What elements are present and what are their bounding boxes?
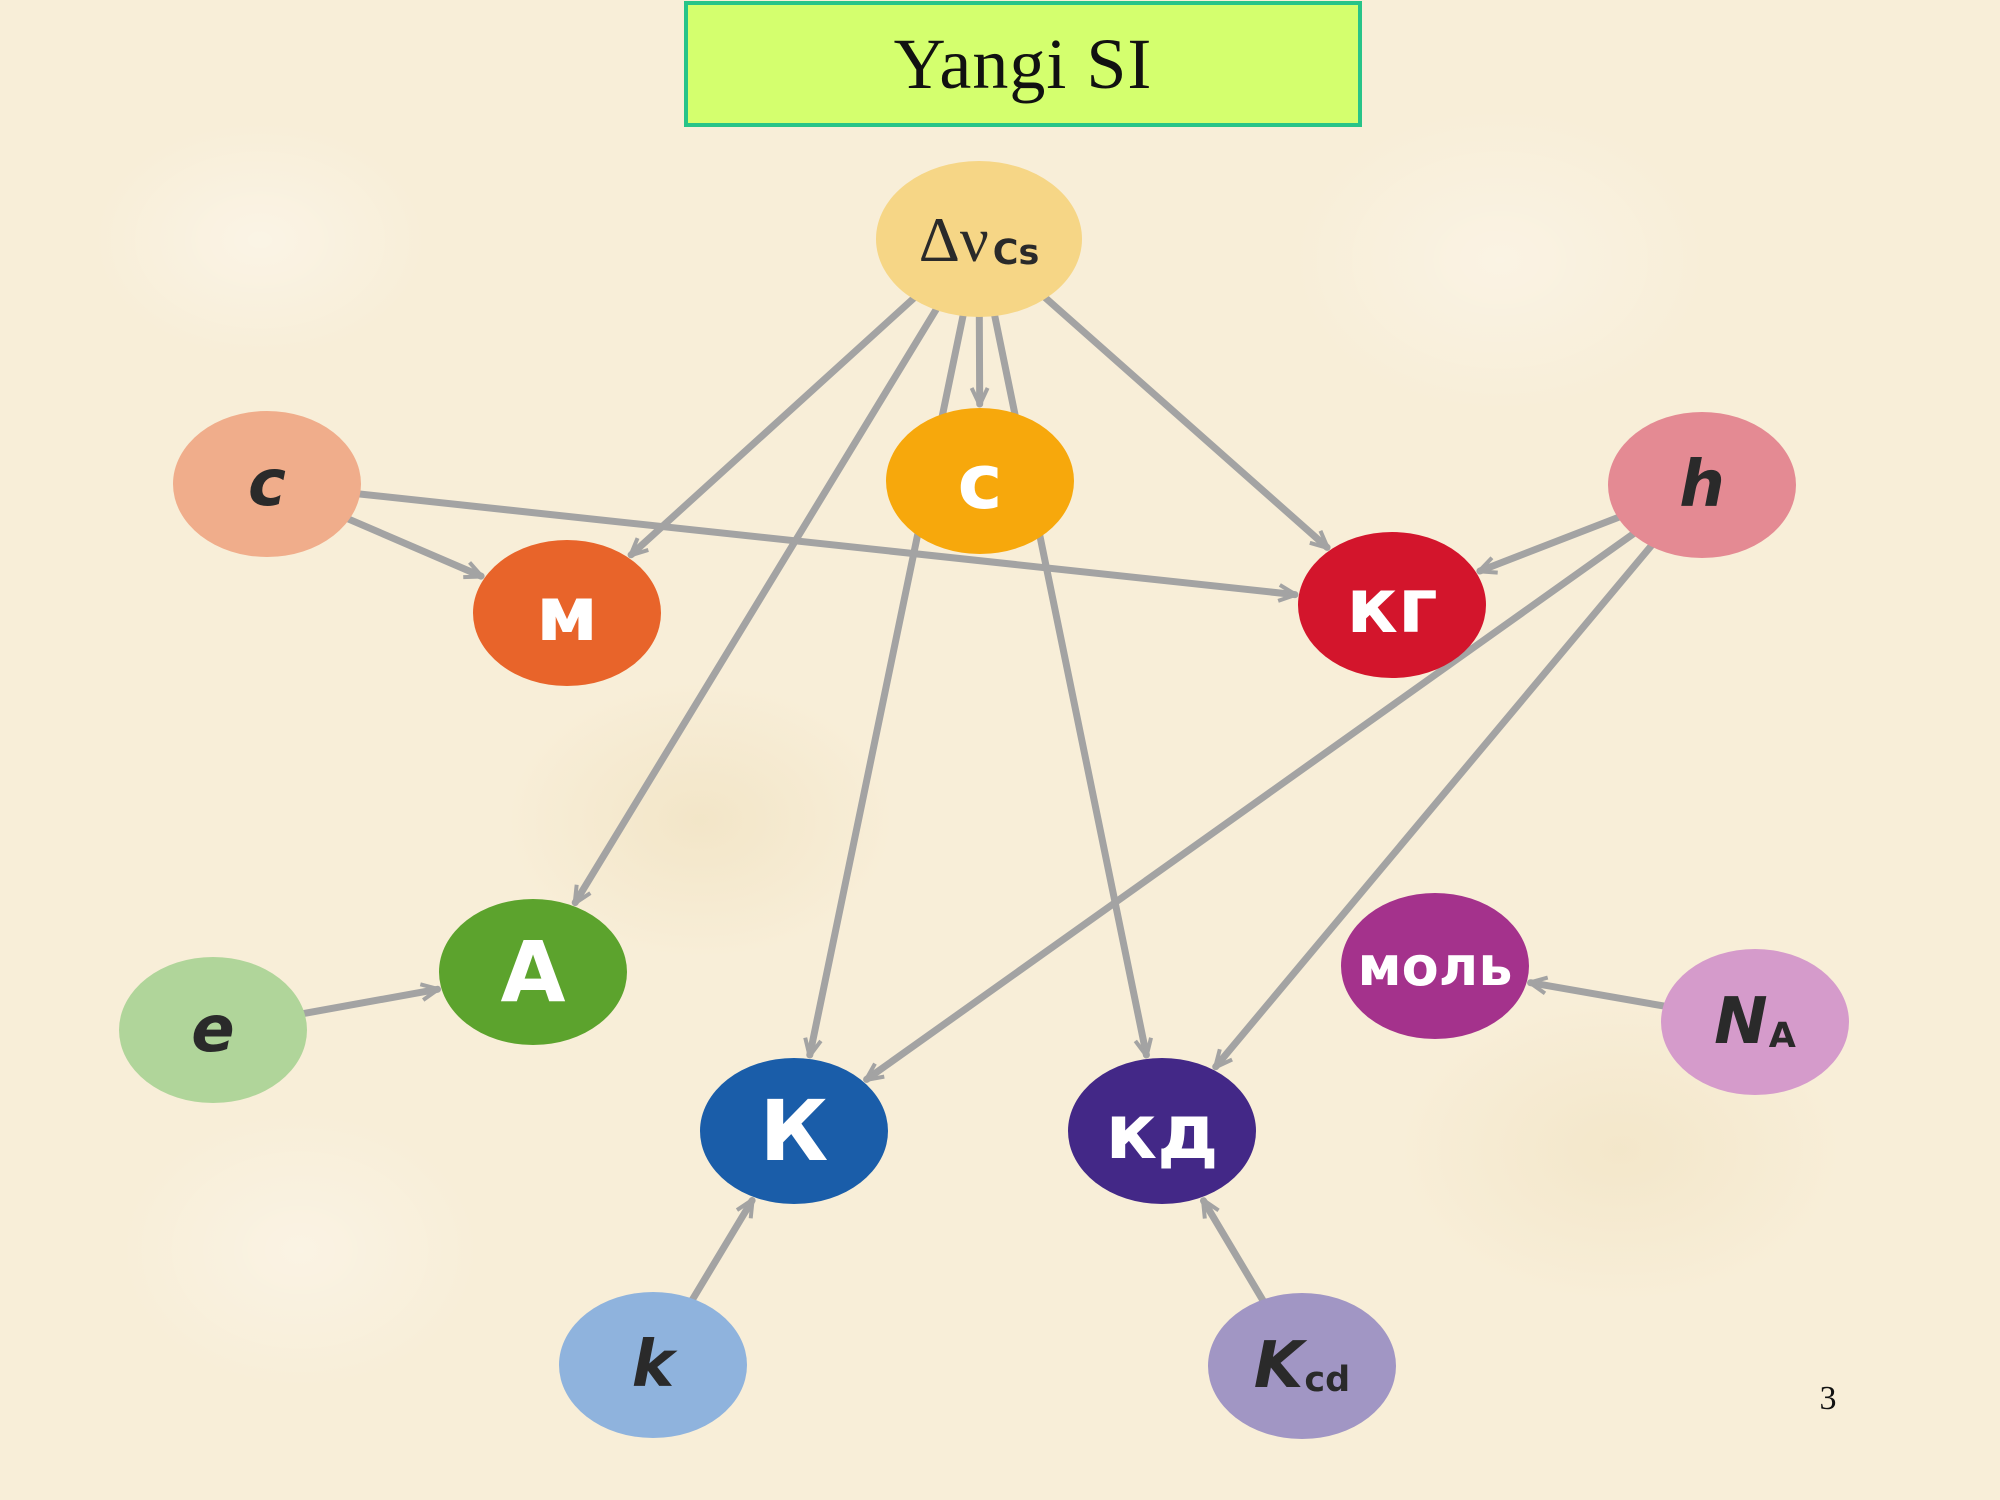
node-label-main: c [248, 447, 286, 521]
node-label: с [957, 437, 1002, 526]
node-label-main: K [1254, 1329, 1308, 1403]
node-label-main: N [1714, 985, 1768, 1059]
node-e-const: e [119, 957, 307, 1103]
arrow-dnu-to-a_unit [571, 302, 942, 902]
node-label-main: К [760, 1082, 829, 1180]
node-label: кд [1106, 1087, 1219, 1176]
arrow-kcd_const-to-kd_unit [1200, 1201, 1269, 1307]
arrow-h_const-to-kd_unit [1216, 539, 1657, 1066]
title-box: Yangi SI [684, 1, 1362, 127]
node-label: c [248, 447, 286, 521]
slide-title: Yangi SI [893, 23, 1153, 104]
node-ellipse [1341, 893, 1529, 1039]
node-ellipse [1298, 532, 1486, 678]
node-ellipse [119, 957, 307, 1103]
node-c-const: c [173, 411, 361, 557]
node-ellipse [1208, 1293, 1396, 1439]
node-ellipse [886, 408, 1074, 554]
node-mol-unit: моль [1341, 893, 1529, 1039]
node-ellipse [1608, 412, 1796, 558]
node-kg-unit: кг [1298, 532, 1486, 678]
node-ellipse [439, 899, 627, 1045]
node-ellipse [1661, 949, 1849, 1095]
node-na-const: NA [1661, 949, 1849, 1095]
arrow-k_const-to-k_unit [687, 1201, 756, 1306]
arrow-e_const-to-a_unit [297, 989, 438, 1018]
node-ellipse [700, 1058, 888, 1204]
arrow-h_const-to-k_unit [867, 528, 1640, 1083]
node-label: Kcd [1254, 1329, 1350, 1403]
node-a-unit: А [439, 899, 627, 1045]
node-k-const: k [559, 1292, 747, 1438]
node-ellipse [559, 1292, 747, 1438]
node-label-main: e [191, 993, 234, 1067]
node-label: м [536, 569, 598, 658]
node-label-main: кг [1346, 561, 1437, 650]
node-ellipse [1068, 1058, 1256, 1204]
node-label-main: Δν [919, 204, 989, 275]
node-s-unit: с [886, 408, 1074, 554]
node-m-unit: м [473, 540, 661, 686]
node-label-main: А [500, 923, 565, 1021]
node-label-main: k [632, 1328, 678, 1402]
node-kcd-const: Kcd [1208, 1293, 1396, 1439]
node-label: А [500, 923, 565, 1021]
node-label-main: м [536, 569, 598, 658]
node-label: k [632, 1328, 678, 1402]
node-label: моль [1358, 935, 1513, 998]
node-h-const: h [1608, 412, 1796, 558]
arrow-c_const-to-m_unit [342, 514, 482, 580]
node-ellipse [876, 161, 1082, 317]
node-label: h [1679, 448, 1725, 522]
node-label: NA [1714, 985, 1796, 1059]
node-label-main: h [1679, 448, 1725, 522]
arrow-dnu-to-m_unit [631, 292, 920, 555]
node-label-main: с [957, 437, 1002, 526]
node-k-unit: К [700, 1058, 888, 1204]
node-label-subscript: cd [1304, 1360, 1350, 1400]
node-label: К [760, 1082, 829, 1180]
arrow-c_const-to-kg_unit [352, 490, 1295, 595]
arrow-dnu-to-kg_unit [1039, 292, 1327, 548]
node-label-subscript: Cs [993, 233, 1040, 273]
page-number: 3 [1819, 1380, 1837, 1417]
node-label: кг [1346, 561, 1437, 650]
arrow-h_const-to-kg_unit [1480, 512, 1626, 571]
node-label-main: кд [1106, 1087, 1219, 1176]
arrow-na_const-to-mol_unit [1531, 983, 1671, 1011]
node-label: e [191, 993, 234, 1067]
node-ellipse [473, 540, 661, 686]
node-kd-unit: кд [1068, 1058, 1256, 1204]
node-label-main: моль [1358, 935, 1513, 998]
node-ellipse [173, 411, 361, 557]
node-label-subscript: A [1769, 1016, 1796, 1056]
